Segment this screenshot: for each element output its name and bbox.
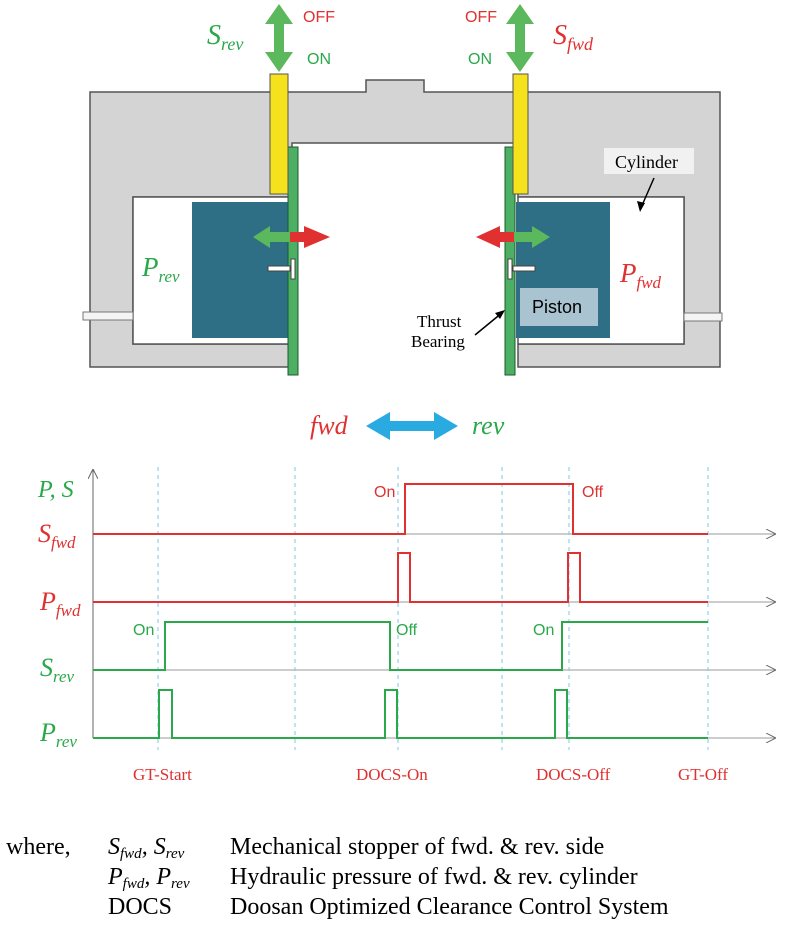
p-rev-label: Prev <box>141 252 180 286</box>
fwd-bearing-clip <box>512 265 536 272</box>
direction-indicator: fwd rev <box>310 411 505 440</box>
event-label-gt-off: GT-Off <box>678 765 728 784</box>
fwd-label: fwd <box>310 411 349 440</box>
piston-label-box <box>520 288 598 326</box>
row-label-srev: Srev <box>40 653 75 686</box>
legend-symbol-pressure: Pfwd, Prev <box>108 864 190 892</box>
legend-symbol-docs: DOCS <box>108 894 173 920</box>
signal-sfwd <box>93 483 708 535</box>
mechanism-schematic: Srev Sfwd Prev Pfwd OFF ON OFF ON Cylind… <box>82 4 723 376</box>
rev-piston-arrows <box>253 226 330 248</box>
right-off-label: OFF <box>465 9 497 26</box>
annotation-srev-on1: On <box>133 622 154 639</box>
fwd-piston-arrows <box>476 226 550 248</box>
legend-entry-stopper: Sfwd, Srev Mechanical stopper of fwd. & … <box>108 834 798 864</box>
row-label-sfwd: Sfwd <box>38 519 76 552</box>
legend-desc-stopper: Mechanical stopper of fwd. & rev. side <box>230 834 605 860</box>
fwd-bearing-clip-post <box>507 258 513 280</box>
rev-bearing-clip-post <box>290 258 296 280</box>
legend-entry-docs: DOCS Doosan Optimized Clearance Control … <box>108 894 798 924</box>
fwd-stopper <box>512 73 529 195</box>
signal-srev <box>93 621 708 671</box>
cylinder-label-box <box>604 148 694 174</box>
cylinder-label: Cylinder <box>615 152 678 172</box>
thrust-bearing-pointer-head <box>495 310 505 319</box>
thrust-bearing-label-1: Thrust <box>417 312 462 331</box>
left-off-label: OFF <box>303 9 335 26</box>
thrust-bearing-label-2: Bearing <box>411 332 465 351</box>
fwd-rod <box>683 312 723 322</box>
event-label-gt-start: GT-Start <box>133 765 192 784</box>
signal-prev <box>93 689 708 739</box>
left-on-label: ON <box>307 51 331 68</box>
s-rev-label: Srev <box>207 20 243 54</box>
fwd-rev-double-arrow <box>366 412 458 440</box>
p-fwd-label: Pfwd <box>619 258 662 292</box>
row-label-pfwd: Pfwd <box>39 587 81 620</box>
annotation-sfwd-off: Off <box>582 484 604 501</box>
legend-where: where, <box>6 834 71 860</box>
legend-entry-pressure: Pfwd, Prev Hydraulic pressure of fwd. & … <box>108 864 798 894</box>
legend: where, Sfwd, Srev Mechanical stopper of … <box>0 826 800 931</box>
rev-stopper-updown-arrow <box>265 4 293 72</box>
annotation-sfwd-on: On <box>374 484 395 501</box>
axis-label: P, S <box>37 477 74 503</box>
rev-label: rev <box>472 411 505 440</box>
annotation-srev-on2: On <box>533 622 554 639</box>
legend-desc-pressure: Hydraulic pressure of fwd. & rev. cylind… <box>230 864 638 890</box>
rev-stopper <box>269 73 289 195</box>
signal-pfwd <box>93 552 708 603</box>
cylinder-pointer-head <box>637 201 645 212</box>
piston-label: Piston <box>532 297 582 317</box>
annotation-srev-off: Off <box>396 622 418 639</box>
fwd-stopper-updown-arrow <box>506 4 534 72</box>
right-on-label: ON <box>468 51 492 68</box>
event-label-docs-off: DOCS-Off <box>536 765 611 784</box>
legend-symbol-stopper: Sfwd, Srev <box>108 834 185 862</box>
legend-desc-docs: Doosan Optimized Clearance Control Syste… <box>230 894 669 920</box>
s-fwd-label: Sfwd <box>553 20 594 54</box>
row-label-prev: Prev <box>39 718 77 751</box>
timing-chart: P, S Sfwd Pfwd Srev Prev On Off On Off <box>37 467 775 784</box>
event-label-docs-on: DOCS-On <box>356 765 428 784</box>
rev-rod <box>82 311 134 321</box>
rev-bearing-clip <box>267 265 291 272</box>
diagram-canvas: Srev Sfwd Prev Pfwd OFF ON OFF ON Cylind… <box>37 4 800 784</box>
